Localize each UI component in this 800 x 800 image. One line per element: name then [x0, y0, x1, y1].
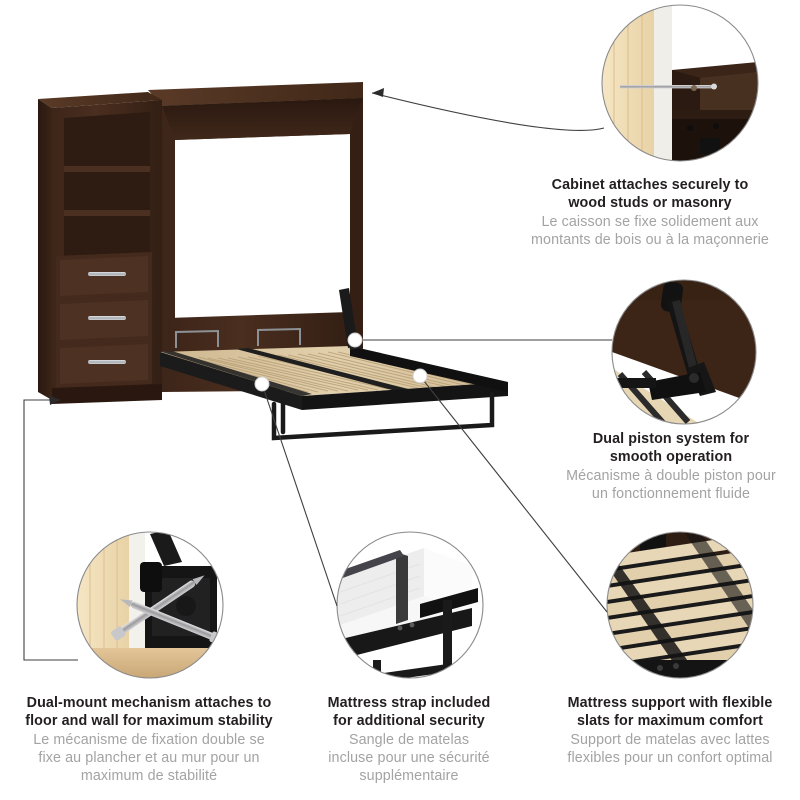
caption-title-fr: Le caisson se fixe solidement aux montan…	[531, 213, 769, 248]
caption-title-fr: Le mécanisme de fixation double se fixe …	[33, 731, 265, 785]
caption-title-en: Dual piston system for smooth operation	[592, 431, 750, 466]
shelf-2	[64, 210, 150, 216]
bed-platform	[160, 346, 508, 410]
arrowhead-cabinet	[372, 88, 384, 97]
caption-title-en: Mattress support with flexible slats for…	[567, 695, 773, 730]
drawer-3	[56, 340, 152, 388]
caption-title-en: Mattress strap included for additional s…	[327, 695, 491, 730]
drawer-pull-2	[88, 316, 126, 320]
drawer-2	[56, 296, 152, 344]
callout-caption-dual-piston: Dual piston system for smooth operation …	[538, 430, 800, 503]
photo-mattress-strap	[336, 531, 484, 679]
anchor-dot-strap	[254, 376, 270, 392]
photo-flexible-wood-slats	[606, 531, 754, 679]
callout-caption-cabinet-attaches: Cabinet attaches securely to wood studs …	[498, 176, 800, 249]
photo-floor-wall-screw-bracket	[76, 531, 224, 679]
leader-strap	[261, 383, 338, 607]
drawer-pull-1	[88, 272, 126, 276]
caption-title-fr: Mécanisme à double piston pour un foncti…	[566, 467, 776, 502]
caption-title-fr: Support de matelas avec lattes flexibles…	[567, 731, 773, 766]
caption-title-fr: Sangle de matelas incluse pour une sécur…	[328, 731, 490, 785]
storage-tower	[38, 92, 162, 404]
shelf-1	[64, 166, 150, 172]
callout-caption-dual-mount: Dual-mount mechanism attaches to floor a…	[0, 694, 300, 785]
leader-dualmount	[23, 399, 78, 661]
wire-support-brackets	[175, 327, 301, 348]
arrowhead-dualmount	[49, 395, 60, 405]
open-shelf-cavity	[64, 112, 150, 256]
drawer-pull-3	[88, 360, 126, 364]
anchor-dot-slats	[412, 368, 428, 384]
leader-cabinet	[371, 92, 605, 131]
caption-title-en: Cabinet attaches securely to wood studs …	[551, 177, 749, 212]
anchor-dot-piston	[347, 332, 363, 348]
drawer-1	[56, 252, 152, 300]
callout-caption-mattress-slats: Mattress support with flexible slats for…	[534, 694, 800, 767]
callout-caption-mattress-strap: Mattress strap included for additional s…	[296, 694, 522, 785]
caption-title-en: Dual-mount mechanism attaches to floor a…	[25, 695, 273, 730]
leader-slats	[419, 375, 608, 613]
